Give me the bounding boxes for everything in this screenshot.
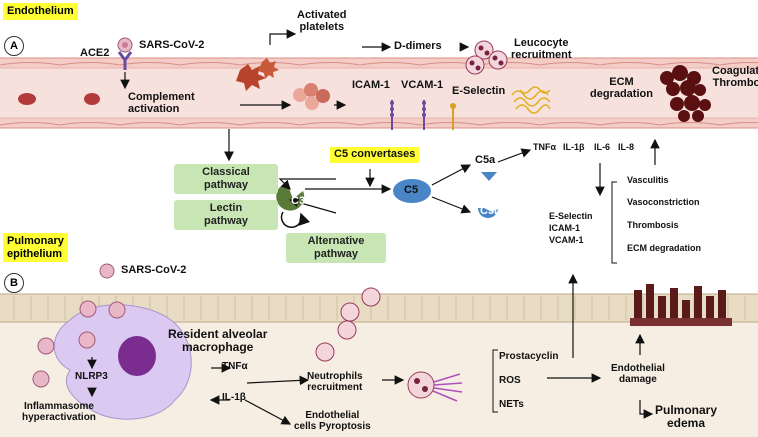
lectin-pathway-box: Lectin pathway (174, 200, 278, 230)
endothelium-header: Endothelium (3, 3, 78, 20)
outcomes-bracket (611, 181, 617, 264)
mediator-nets: NETs (499, 399, 524, 410)
activated-platelets-icon (236, 58, 279, 91)
ecm-degradation-label-top: ECM degradation (590, 76, 653, 100)
outcome-vasoconstriction: Vasoconstriction (627, 197, 700, 207)
leucocyte-recruitment-label: Leucocyte recruitment (511, 37, 572, 61)
outcome-vasculitis: Vasculitis (627, 175, 669, 185)
c5-convertases-label: C5 convertases (330, 147, 420, 163)
nlrp3-label: NLRP3 (75, 371, 108, 382)
alternative-pathway-box: Alternative pathway (286, 233, 386, 263)
complement-proteins-icon (293, 83, 330, 110)
c5a-label: C5a (475, 154, 496, 166)
sars-cov-2-virus-group-icon (32, 263, 126, 388)
c5b-label: C5b (480, 205, 501, 217)
il1b-label: IL-1β (222, 392, 246, 403)
icam-1-molecule-icon (390, 100, 394, 130)
leucocytes-icon (465, 40, 508, 75)
e-selectin-molecule-icon (450, 103, 456, 130)
c5a-molecule-icon (481, 172, 497, 181)
sars-cov-2-label-top: SARS-CoV-2 (139, 39, 205, 51)
endothelial-damage-label: Endothelial damage (611, 363, 665, 385)
neutrophils-recruitment-label: Neutrophils recruitment (307, 371, 363, 393)
cytokine-il1b: IL-1β (563, 142, 585, 152)
icam-1-label: ICAM-1 (352, 79, 390, 91)
outcome-ecm-degradation: ECM degradation (627, 243, 702, 253)
tnfa-label: TNFα (222, 361, 248, 372)
outcome-thrombosis: Thrombosis (627, 220, 679, 230)
coagulation-thrombosis-label: Coagulation Thrombosis (712, 65, 758, 89)
complement-activation-label: Complement activation (128, 91, 195, 115)
classical-pathway-box: Classical pathway (174, 164, 278, 194)
d-dimers-label: D-dimers (394, 40, 442, 52)
cytokine-tnfa: TNFα (533, 142, 557, 152)
blood-vessel (0, 57, 758, 129)
ecm-fibres-icon (511, 86, 551, 114)
pulmonary-edema-label: Pulmonary edema (655, 403, 718, 430)
red-blood-cell-icon (18, 93, 36, 105)
ace2-label: ACE2 (80, 47, 110, 59)
endothelial-pyroptosis-label: Endothelial cells Pyroptosis (294, 410, 371, 432)
amplification-loop-icon (280, 211, 311, 228)
cytokine-il8: IL-8 (618, 142, 635, 152)
inflammasome-label: Inflammasome hyperactivation (22, 401, 96, 423)
blood-clot-icon (660, 65, 711, 122)
vcam-1-molecule-icon (422, 100, 426, 130)
c5-molecule-icon (393, 179, 431, 203)
adhesion-icam-1: ICAM-1 (549, 223, 580, 233)
c3b-label: C3b (291, 195, 312, 207)
adhesion-e-selectin: E-Selectin (549, 211, 593, 221)
resident-macrophage-label: Resident alveolar macrophage (168, 327, 268, 354)
red-blood-cell-icon (84, 93, 100, 105)
net-releasing-neutrophil-icon (407, 371, 463, 402)
mediator-prostacyclin: Prostacyclin (499, 351, 559, 362)
panel-b-label: B (4, 273, 24, 293)
pathway-arrows (87, 29, 660, 425)
e-selectin-label-top: E-Selectin (452, 85, 506, 97)
panel-a-label: A (4, 36, 24, 56)
sars-cov-2-virus-icon (117, 37, 133, 53)
activated-platelets-label: Activated platelets (297, 9, 347, 33)
ace2-receptor-icon (117, 51, 133, 70)
c5-label: C5 (404, 184, 419, 196)
sars-cov-2-label-bottom: SARS-CoV-2 (121, 264, 187, 276)
c5b-molecule-icon (478, 208, 498, 218)
cytokine-il6: IL-6 (594, 142, 611, 152)
neutrophils-icon (315, 287, 381, 362)
damaged-endothelium-icon (630, 284, 732, 326)
mediator-ros: ROS (499, 375, 521, 386)
mediators-bracket (492, 349, 498, 413)
pulmonary-epithelium-header: Pulmonary epithelium (3, 233, 68, 263)
vcam-1-label: VCAM-1 (401, 79, 444, 91)
adhesion-vcam-1: VCAM-1 (549, 235, 584, 245)
